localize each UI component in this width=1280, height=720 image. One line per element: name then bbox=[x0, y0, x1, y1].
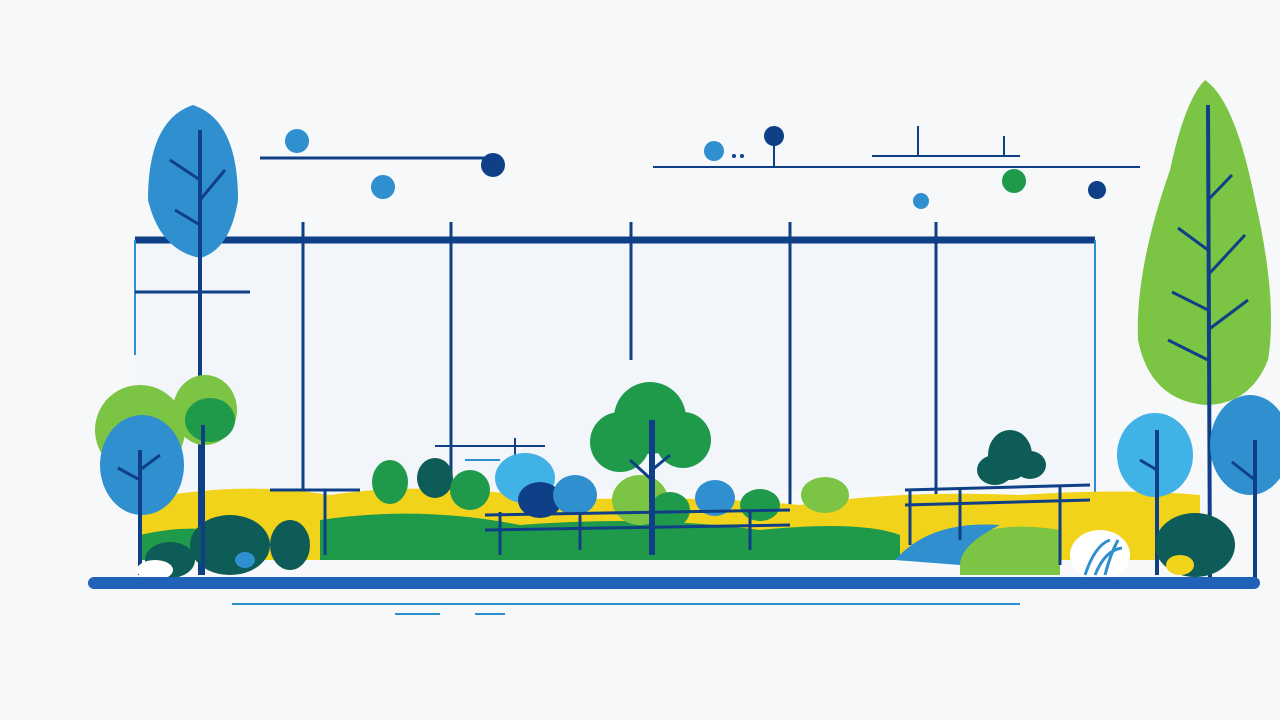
top-decoration bbox=[260, 126, 1140, 209]
ground bbox=[88, 577, 1260, 615]
background-bushes bbox=[372, 430, 1046, 528]
right-bushes bbox=[1070, 395, 1280, 580]
fence-frame bbox=[134, 222, 1096, 520]
right-tall-tree bbox=[1137, 80, 1272, 581]
low-fences bbox=[270, 483, 1091, 565]
left-bushes bbox=[95, 375, 310, 580]
center-tree bbox=[590, 382, 711, 555]
left-tall-tree bbox=[148, 105, 238, 575]
